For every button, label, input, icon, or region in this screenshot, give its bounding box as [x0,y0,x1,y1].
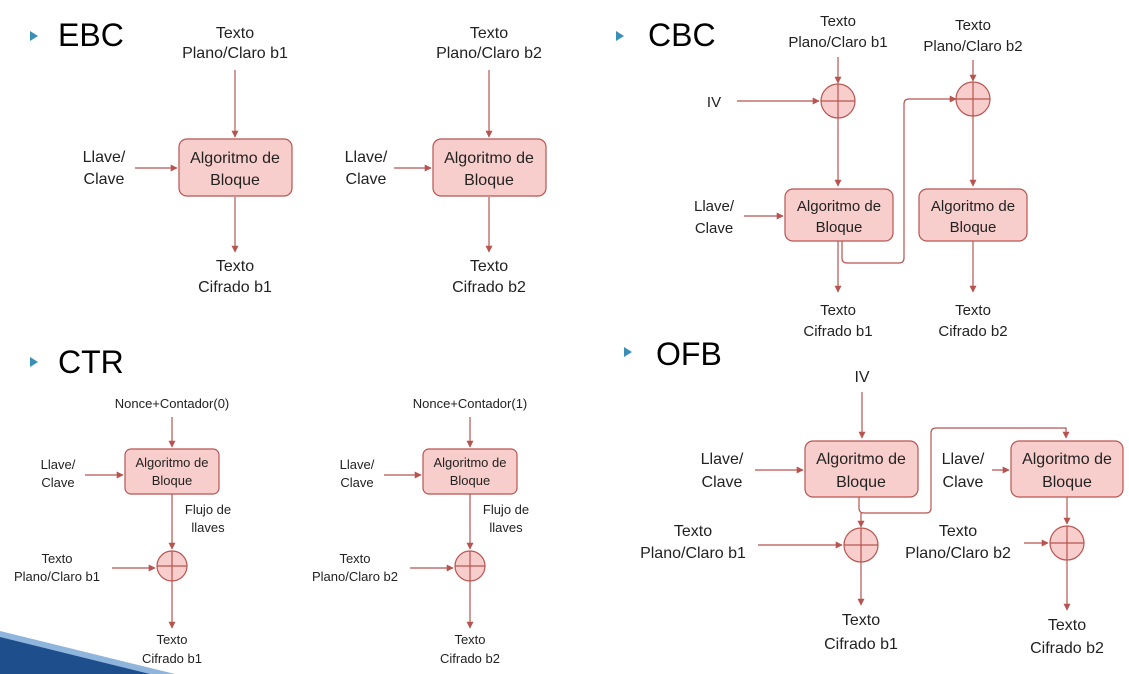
cbc-b1-xor-icon [820,83,856,119]
ebc-b1-block [178,138,293,197]
ctr-bullet-icon [30,357,38,367]
cbc-key-label: Llave/Clave [694,198,735,237]
ofb-b2-xor-icon [1049,525,1085,561]
ctr-b2-key-label: Llave/Clave [340,457,375,490]
ofb-b1-key-label: Llave/Clave [701,451,744,491]
ofb-bullet-icon [624,347,632,357]
cbc-iv-label: IV [707,94,721,111]
cbc-bullet-icon [616,31,624,41]
ofb-b1-xor-icon [843,527,879,563]
cbc-heading: CBC [648,17,716,53]
ofb-b1-block [804,440,919,498]
cbc-b2-xor-icon [955,81,991,117]
slide-corner-decoration [0,631,175,674]
ctr-b1-key-label: Llave/Clave [41,457,76,490]
ofb-b2-key-label: Llave/Clave [942,451,985,491]
ebc-bullet-icon [30,31,38,41]
cbc-chain-feedback-arrow [841,95,957,264]
ofb-feedback-arrow [858,427,1070,514]
ebc-b2-block [432,138,547,197]
ctr-b2-nonce-label: Nonce+Contador(1) [413,396,528,411]
ctr-b1-nonce-label: Nonce+Contador(0) [115,396,230,411]
ofb-iv-label: IV [854,369,869,386]
ctr-heading: CTR [58,344,124,380]
ofb-heading: OFB [656,336,722,372]
ebc-b1-key-label: Llave/Clave [83,149,126,188]
ebc-heading: EBC [58,17,124,53]
ctr-b2-xor-icon [454,550,486,582]
ctr-b1-xor-icon [156,550,188,582]
ebc-b2-key-label: Llave/Clave [345,149,388,188]
cbc-b1-block [784,188,894,242]
